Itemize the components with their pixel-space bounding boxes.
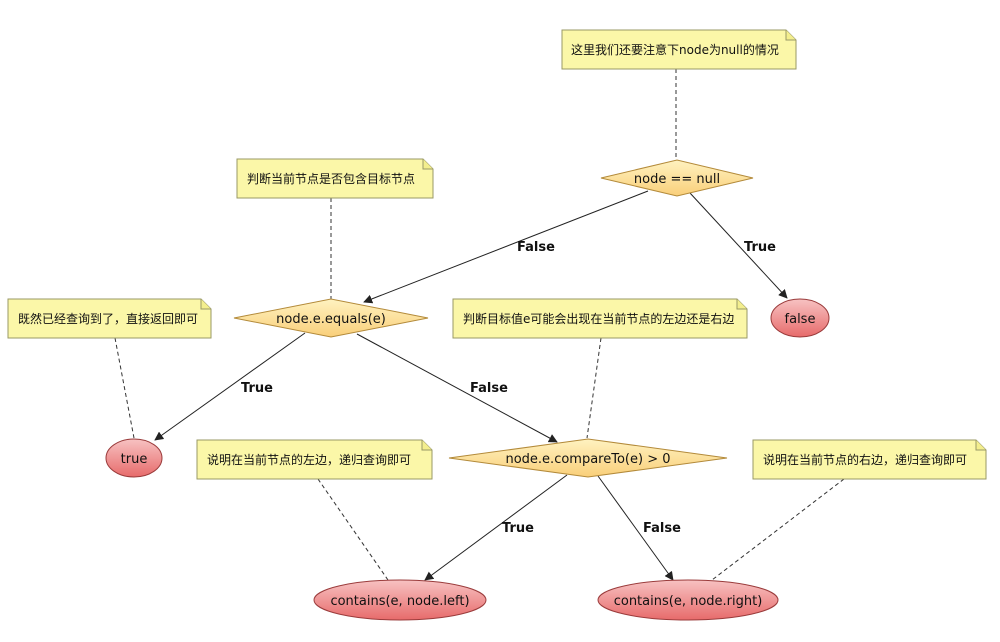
- connector-right-note: [711, 478, 845, 581]
- terminal-true: true: [105, 438, 163, 478]
- decision-is-null-text: node == null: [634, 172, 720, 187]
- edge-label-null-false: False: [517, 240, 555, 255]
- terminal-recurse-left: contains(e, node.left): [313, 579, 487, 621]
- note-contains-check: 判断当前节点是否包含目标节点: [236, 158, 434, 199]
- edge-null-to-equals: [363, 190, 649, 304]
- note-direction: 判断目标值e可能会出现在当前节点的左边还是右边: [452, 298, 748, 339]
- edge-null-to-false: [689, 192, 788, 299]
- note-found-text: 既然已经查询到了，直接返回即可: [18, 311, 198, 326]
- terminal-false-text: false: [785, 312, 816, 327]
- edge-label-equals-true: True: [241, 381, 273, 396]
- edge-label-compare-true: True: [502, 521, 534, 536]
- connector-direction-note: [586, 337, 602, 439]
- note-go-left: 说明在当前节点的左边，递归查询即可: [196, 439, 433, 480]
- terminal-recurse-right: contains(e, node.right): [597, 579, 779, 621]
- decision-is-null: node == null: [600, 159, 754, 197]
- decision-equals: node.e.equals(e): [233, 298, 429, 338]
- decision-equals-text: node.e.equals(e): [276, 312, 386, 327]
- edge-label-null-true: True: [744, 240, 776, 255]
- edge-compare-to-left: [424, 474, 568, 581]
- connector-left-note: [317, 478, 389, 581]
- terminal-false: false: [770, 298, 830, 338]
- terminal-true-text: true: [121, 452, 148, 467]
- edge-label-equals-false: False: [470, 381, 508, 396]
- connector-found-note: [114, 337, 135, 439]
- edge-label-compare-false: False: [643, 521, 681, 536]
- note-contains-check-text: 判断当前节点是否包含目标节点: [247, 171, 415, 186]
- note-found: 既然已经查询到了，直接返回即可: [7, 298, 212, 339]
- edge-equals-to-true: [154, 332, 306, 441]
- note-direction-text: 判断目标值e可能会出现在当前节点的左边还是右边: [463, 311, 734, 326]
- note-go-right-text: 说明在当前节点的右边，递归查询即可: [763, 452, 967, 467]
- decision-compare-text: node.e.compareTo(e) > 0: [505, 452, 670, 467]
- flow-edges: [154, 190, 788, 581]
- decision-compare: node.e.compareTo(e) > 0: [448, 438, 728, 478]
- terminal-recurse-right-text: contains(e, node.right): [614, 594, 763, 609]
- note-go-left-text: 说明在当前节点的左边，递归查询即可: [207, 452, 411, 467]
- note-null-check: 这里我们还要注意下node为null的情况: [561, 29, 797, 70]
- note-connectors: [114, 69, 845, 581]
- terminal-recurse-left-text: contains(e, node.left): [330, 594, 469, 609]
- note-null-check-text: 这里我们还要注意下node为null的情况: [571, 42, 779, 57]
- edge-equals-to-compare: [356, 333, 558, 443]
- edge-compare-to-right: [597, 475, 674, 581]
- note-go-right: 说明在当前节点的右边，递归查询即可: [752, 439, 987, 480]
